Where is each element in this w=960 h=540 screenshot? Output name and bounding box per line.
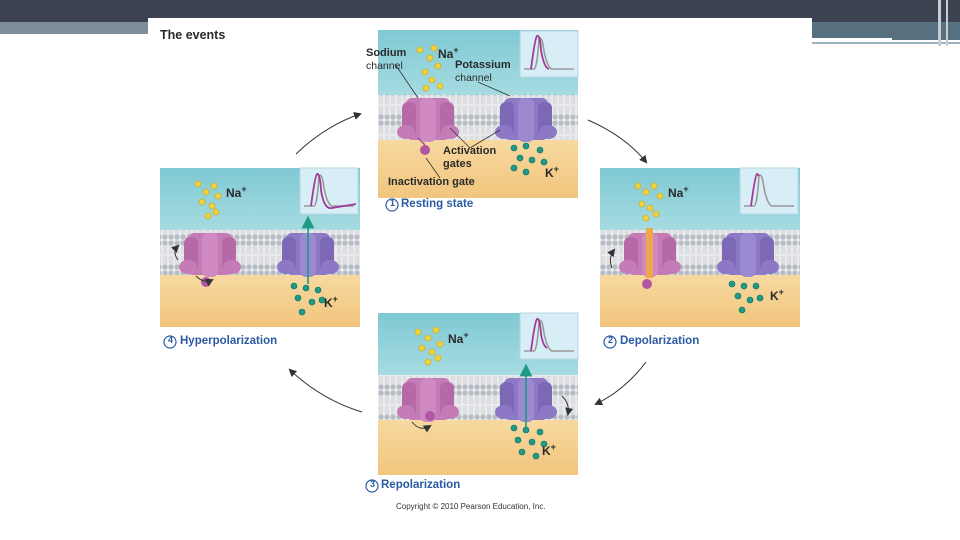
- vertical-rule-2: [946, 0, 948, 46]
- na-ion-label-1: Na+: [438, 45, 459, 61]
- potassium-channel-label-2: channel: [455, 72, 492, 84]
- top-bar: [0, 0, 960, 22]
- panel-hyperpolarization: [160, 167, 360, 327]
- panel-resting-state: [378, 30, 579, 198]
- sodium-channel-label-1: Sodium: [366, 47, 407, 59]
- k-ion-label-4: K+: [324, 294, 338, 310]
- na-ion-label-3: Na+: [448, 330, 469, 346]
- stage-1-number: 1: [389, 198, 395, 208]
- action-potential-graph: [519, 30, 579, 78]
- panel-repolarization: [378, 312, 579, 475]
- cycle-arrows: [288, 112, 648, 413]
- panel-depolarization: [600, 167, 800, 327]
- accent-bar-left: [0, 22, 148, 34]
- stage-2-number: 2: [607, 335, 613, 345]
- potassium-channel-label-1: Potassium: [455, 59, 511, 71]
- stage-2-label: Depolarization: [620, 335, 700, 347]
- stage-3-number: 3: [369, 479, 375, 489]
- accent-line: [812, 42, 960, 44]
- sodium-ions: [194, 44, 664, 366]
- diagram-title: The events: [160, 28, 226, 42]
- stage-4-label: Hyperpolarization: [180, 335, 278, 347]
- na-ion-label-4: Na+: [226, 184, 247, 200]
- na-ion-label-2: Na+: [668, 184, 689, 200]
- k-ion-label-3: K+: [542, 442, 556, 458]
- k-ion-label-1: K+: [545, 164, 559, 180]
- vertical-rule-1: [938, 0, 941, 46]
- sodium-channel-label-2: channel: [366, 60, 403, 72]
- inactivation-gate-ball: [420, 145, 430, 155]
- accent-line-white: [812, 38, 892, 40]
- copyright-notice: Copyright © 2010 Pearson Education, Inc.: [396, 502, 546, 511]
- activation-gates-label-2: gates: [443, 158, 472, 170]
- stage-4-number: 4: [167, 335, 173, 345]
- stage-number-markers: [163, 198, 617, 493]
- potassium-ions: [290, 142, 764, 460]
- stage-1-label: Resting state: [401, 198, 474, 210]
- accent-bar-right: [812, 22, 960, 40]
- inactivation-gate-label: Inactivation gate: [388, 176, 475, 188]
- activation-gates-label-1: Activation: [443, 145, 497, 157]
- k-ion-label-2: K+: [770, 287, 784, 303]
- stage-3-label: Repolarization: [381, 479, 461, 491]
